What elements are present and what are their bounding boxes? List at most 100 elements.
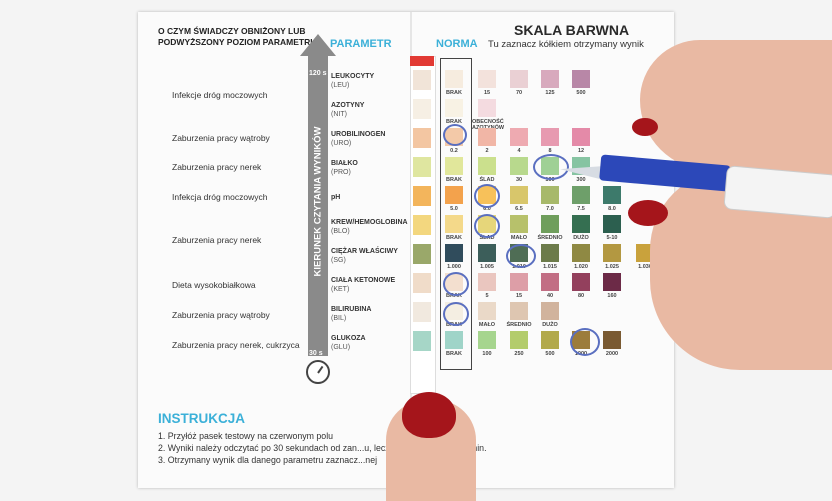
param-blo: KREW/HEMOGLOBINA (BLO) [331, 218, 408, 236]
swatch-label: ŚLAD [479, 235, 495, 241]
color-swatch [445, 215, 463, 233]
color-swatch [541, 70, 559, 88]
swatch-label: ŚLAD [479, 177, 495, 183]
param-name: CIĘŻAR WŁAŚCIWY [331, 248, 398, 255]
color-swatch [445, 186, 463, 204]
fingernail [402, 392, 456, 438]
strip-pad [413, 70, 431, 90]
swatch-label: 15 [483, 90, 491, 96]
instruction-line: 2. Wyniki należy odczytać po 30 sekundac… [158, 443, 487, 453]
swatch-label: 7.0 [546, 206, 554, 212]
param-ph: pH [331, 193, 340, 202]
swatch-label: 15 [515, 293, 523, 299]
page-title: SKALA BARWNA [514, 22, 630, 38]
swatch-label: 80 [577, 293, 585, 299]
param-name: CIAŁA KETONOWE [331, 277, 396, 284]
color-swatch [510, 157, 528, 175]
swatch-label: 40 [546, 293, 554, 299]
param-code: (NIT) [331, 111, 347, 118]
swatch-label: BRAK [446, 90, 462, 96]
condition-protein: Zaburzenia pracy nerek [160, 157, 308, 177]
swatch-label: 4 [517, 148, 521, 154]
instruction-line: 3. Otrzymany wynik dla danego parametru … [158, 455, 378, 465]
color-swatch [572, 273, 590, 291]
swatch-label: 6.5 [515, 206, 523, 212]
swatch-label: MAŁO [510, 235, 528, 241]
color-swatch [541, 215, 559, 233]
swatch-label: 7.5 [577, 206, 585, 212]
color-swatch [603, 244, 621, 262]
param-pro: BIAŁKO (PRO) [331, 159, 358, 177]
condition-label: Zaburzenia pracy nerek, cukrzyca [172, 340, 300, 350]
swatch-label: 5-10 [606, 235, 618, 241]
swatch-label: MAŁO [478, 322, 496, 328]
param-code: (KET) [331, 286, 350, 293]
result-circle [443, 302, 469, 326]
param-name: GLUKOZA [331, 335, 366, 342]
swatch-label: 6.0 [483, 206, 491, 212]
color-swatch [445, 244, 463, 262]
fingernail [628, 200, 668, 226]
result-circle [474, 184, 500, 208]
color-swatch [541, 302, 559, 320]
param-code: (BIL) [331, 315, 347, 322]
param-code: (PRO) [331, 169, 351, 176]
swatch-label: 250 [514, 351, 524, 357]
color-swatch [541, 273, 559, 291]
color-swatch [445, 157, 463, 175]
color-swatch [478, 99, 496, 117]
strip-pad [413, 302, 431, 322]
swatch-label: 8.0 [608, 206, 616, 212]
strip-pad [413, 99, 431, 119]
swatch-label: 300 [576, 177, 586, 183]
swatch-label: 1.005 [480, 264, 494, 270]
timer-icon [306, 360, 330, 384]
parameter-header: PARAMETR [330, 38, 392, 50]
color-swatch [572, 244, 590, 262]
color-swatch [478, 244, 496, 262]
color-swatch [603, 273, 621, 291]
param-glu: GLUKOZA(GLU) [331, 334, 366, 352]
strip-pad [413, 215, 431, 235]
color-swatch [572, 186, 590, 204]
right-hand [640, 40, 832, 170]
swatch-label: 125 [545, 90, 555, 96]
reading-direction-arrow [308, 56, 328, 356]
color-swatch [603, 331, 621, 349]
color-swatch [510, 70, 528, 88]
strip-pad [413, 331, 431, 351]
color-swatch [510, 302, 528, 320]
color-swatch [510, 128, 528, 146]
result-circle [506, 244, 536, 268]
condition-blood: Zaburzenia pracy nerek [160, 216, 308, 264]
reading-direction-arrow-head [300, 34, 336, 56]
condition-ketones: Dieta wysokobiałkowa [160, 274, 308, 296]
swatch-label: 5 [485, 293, 489, 299]
swatch-label: 2000 [605, 351, 619, 357]
color-swatch [636, 244, 654, 262]
color-swatch [478, 70, 496, 88]
color-swatch [572, 70, 590, 88]
swatch-label: BRAK [446, 235, 462, 241]
condition-leukocytes: Infekcje dróg moczowych [160, 70, 308, 120]
conditions-header: O CZYM ŚWIADCZY OBNIŻONY LUB PODWYŻSZONY… [158, 26, 317, 47]
color-swatch [510, 215, 528, 233]
color-swatch [510, 273, 528, 291]
time-top-label: 120 s [309, 70, 327, 77]
color-swatch [572, 215, 590, 233]
page-subtitle: Tu zaznacz kółkiem otrzymany wynik [488, 39, 644, 50]
result-circle [570, 328, 600, 356]
swatch-label: BRAK [446, 177, 462, 183]
color-swatch [541, 186, 559, 204]
condition-label: Zaburzenia pracy wątroby [172, 310, 270, 320]
swatch-label: 500 [545, 351, 555, 357]
param-name: BIAŁKO [331, 160, 358, 167]
param-code: (BLO) [331, 228, 350, 235]
color-swatch [478, 331, 496, 349]
color-swatch [510, 186, 528, 204]
swatch-label: 12 [577, 148, 585, 154]
strip-pad [413, 128, 431, 148]
swatch-label: BRAK [446, 351, 462, 357]
param-name: KREW/HEMOGLOBINA [331, 219, 408, 226]
param-name: AZOTYNY [331, 102, 365, 109]
